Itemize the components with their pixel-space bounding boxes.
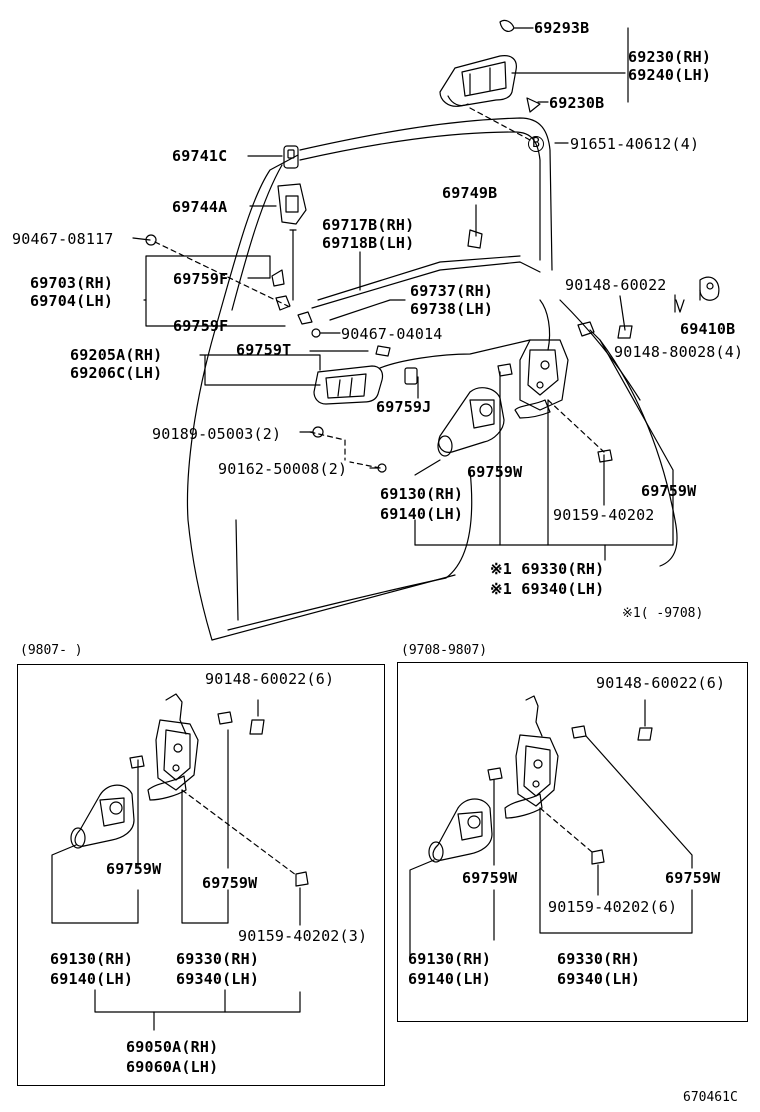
part-69130-rh-label: 69130(RH) — [380, 485, 464, 503]
part-69293B-label: 69293B — [534, 19, 590, 37]
right-part-69330-rh-label: 69330(RH) — [557, 950, 641, 968]
right-box-caption: (9708-9807) — [401, 643, 488, 658]
part-90467-04014-label: 90467-04014 — [341, 325, 443, 343]
part-69741C-label: 69741C — [172, 147, 228, 165]
part-69230-rh-label: 69230(RH) — [628, 48, 712, 66]
part-90467-08117-label: 90467-08117 — [12, 230, 114, 248]
door-panel-outline — [186, 117, 678, 641]
left-part-90159-label: 90159-40202(3) — [238, 927, 368, 945]
part-69744A-label: 69744A — [172, 198, 228, 216]
right-box-assembly — [409, 695, 693, 961]
dashed-leaders — [309, 329, 601, 469]
right-variant-box — [397, 662, 748, 1022]
right-part-69759W-label-b: 69759W — [665, 869, 721, 887]
part-69717B-rh-label: 69717B(RH) — [322, 216, 415, 234]
door-lock-actuator — [437, 339, 605, 457]
part-69206C-lh-label: 69206C(LH) — [70, 364, 163, 382]
leader-lines-top — [132, 27, 701, 561]
part-90159-40202-label: 90159-40202 — [553, 506, 655, 524]
part-69737-rh-label: 69737(RH) — [410, 282, 494, 300]
part-69340-lh-label: ※1 69340(LH) — [490, 580, 605, 598]
part-69205A-rh-label: 69205A(RH) — [70, 346, 163, 364]
part-69738-lh-label: 69738(LH) — [410, 300, 494, 318]
part-69140-lh-label: 69140(LH) — [380, 505, 464, 523]
part-69704-lh-label: 69704(LH) — [30, 292, 114, 310]
part-90162-50008-label: 90162-50008(2) — [218, 460, 348, 478]
right-part-90148-label: 90148-60022(6) — [596, 674, 726, 692]
right-part-69759W-label-a: 69759W — [462, 869, 518, 887]
left-part-90148-label: 90148-60022(6) — [205, 670, 335, 688]
part-69703-rh-label: 69703(RH) — [30, 274, 114, 292]
left-part-69050A-rh-label: 69050A(RH) — [126, 1038, 219, 1056]
left-part-69130-rh-label: 69130(RH) — [50, 950, 134, 968]
diagram-id: 670461C — [683, 1090, 738, 1105]
part-90148-60022-label: 90148-60022 — [565, 276, 667, 294]
left-variant-box — [17, 664, 385, 1086]
part-69718B-lh-label: 69718B(LH) — [322, 234, 415, 252]
part-91651-label: 91651-40612(4) — [570, 135, 700, 153]
left-box-assembly — [51, 693, 309, 1031]
part-69759F-label-b: 69759F — [173, 317, 229, 335]
left-part-69759W-label-b: 69759W — [202, 874, 258, 892]
part-69759W-label-a: 69759W — [467, 463, 523, 481]
small-clips — [145, 145, 720, 473]
part-90189-05003-label: 90189-05003(2) — [152, 425, 282, 443]
part-69759J-label: 69759J — [376, 398, 432, 416]
left-box-caption: (9807- ) — [20, 643, 83, 658]
part-69759T-label: 69759T — [236, 341, 292, 359]
left-part-69759W-label-a: 69759W — [106, 860, 162, 878]
part-90148-80028-label: 90148-80028(4) — [614, 343, 744, 361]
right-part-90159-label: 90159-40202(6) — [548, 898, 678, 916]
part-69749B-label: 69749B — [442, 184, 498, 202]
inside-handle — [313, 365, 384, 405]
part-69410B-label: 69410B — [680, 320, 736, 338]
linkage-rods — [311, 255, 551, 369]
part-69230B-label: 69230B — [549, 94, 605, 112]
bolt-b-marker: B — [528, 136, 544, 152]
part-69330-rh-label: ※1 69330(RH) — [490, 560, 605, 578]
part-69240-lh-label: 69240(LH) — [628, 66, 712, 84]
left-part-69140-lh-label: 69140(LH) — [50, 970, 134, 988]
left-part-69060A-lh-label: 69060A(LH) — [126, 1058, 219, 1076]
right-part-69130-rh-label: 69130(RH) — [408, 950, 492, 968]
left-part-69340-lh-label: 69340(LH) — [176, 970, 260, 988]
footnote-1: ※1( -9708) — [622, 606, 704, 621]
right-part-69140-lh-label: 69140(LH) — [408, 970, 492, 988]
right-part-69340-lh-label: 69340(LH) — [557, 970, 641, 988]
outside-handle — [439, 19, 541, 141]
part-69759W-label-b: 69759W — [641, 482, 697, 500]
part-69759F-label-a: 69759F — [173, 270, 229, 288]
left-part-69330-rh-label: 69330(RH) — [176, 950, 260, 968]
